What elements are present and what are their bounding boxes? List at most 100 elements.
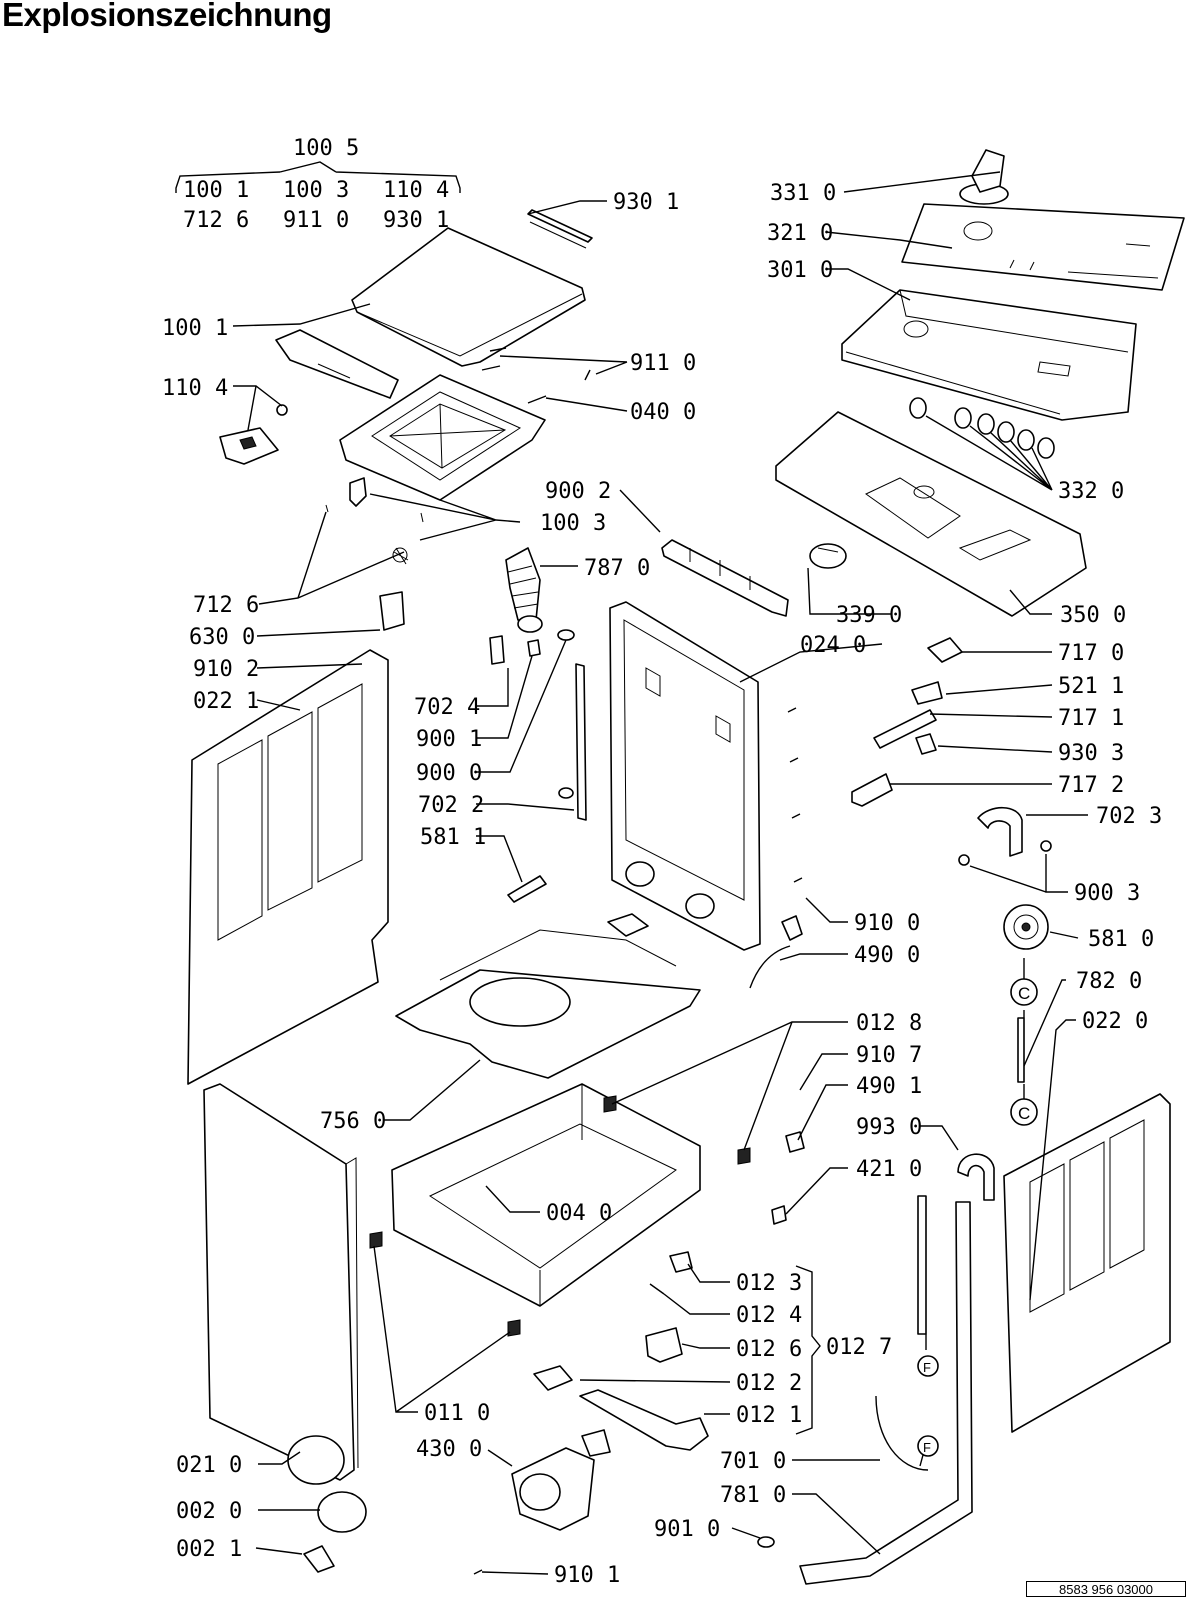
label-0220: 022 0 — [1082, 1009, 1148, 1034]
label-9002: 900 2 — [545, 479, 611, 504]
label-9930: 993 0 — [856, 1115, 922, 1140]
label-0110: 011 0 — [424, 1401, 490, 1426]
label-0126: 012 6 — [736, 1337, 802, 1362]
label-0040: 004 0 — [546, 1201, 612, 1226]
label-3210: 321 0 — [767, 221, 833, 246]
label-0210: 021 0 — [176, 1453, 242, 1478]
connector-c-label: C — [1018, 984, 1030, 1003]
push-button-parts — [909, 397, 1055, 459]
label-7810: 781 0 — [720, 1483, 786, 1508]
screws — [481, 347, 591, 404]
label-9303: 930 3 — [1058, 741, 1124, 766]
label-7171: 717 1 — [1058, 706, 1124, 731]
lid-part — [351, 227, 586, 367]
connector-f-bottom — [917, 1435, 939, 1457]
label-9100: 910 0 — [854, 911, 920, 936]
front-panel — [203, 1083, 359, 1485]
label-9301: 930 1 — [613, 190, 679, 215]
feet-parts — [369, 1095, 751, 1337]
document-number: 8583 956 03000 — [1026, 1581, 1186, 1597]
control-panel-foil — [901, 203, 1185, 291]
hose-hook-part — [957, 1153, 995, 1201]
base-tray-part — [395, 913, 701, 1079]
sensor-part — [507, 875, 547, 903]
label-0240: 024 0 — [800, 633, 866, 658]
label-0124: 012 4 — [736, 1303, 802, 1328]
connector-f-label: F — [923, 1360, 931, 1375]
label-7820: 782 0 — [1076, 969, 1142, 994]
label-7010: 701 0 — [720, 1449, 786, 1474]
label-1005: 100 5 — [293, 136, 359, 161]
label-9001: 900 1 — [416, 727, 482, 752]
label-9101: 910 1 — [554, 1563, 620, 1588]
label-4300: 430 0 — [416, 1437, 482, 1462]
label-3310: 331 0 — [770, 181, 836, 206]
page-title: Explosionszeichnung — [2, 0, 332, 33]
left-side-panel — [187, 649, 389, 1085]
rear-panel — [609, 601, 761, 951]
knob-shaft-part — [809, 543, 847, 569]
power-cable-part — [749, 915, 803, 989]
label-3500: 350 0 — [1060, 603, 1126, 628]
part-labels: 100 5 100 1 100 3 110 4 712 6 911 0 930 … — [162, 136, 1162, 1588]
label-5810: 581 0 — [1088, 927, 1154, 952]
label-0121: 012 1 — [736, 1403, 802, 1428]
hinge-parts — [325, 477, 424, 565]
label-0200: 002 0 — [176, 1499, 242, 1524]
rear-screws — [787, 707, 803, 883]
thermostat-part — [771, 1205, 787, 1225]
label-7560: 756 0 — [320, 1109, 386, 1134]
label-7870: 787 0 — [584, 556, 650, 581]
label-5811: 581 1 — [420, 825, 486, 850]
lid-handle-part — [275, 329, 399, 399]
electronic-board-part — [775, 411, 1087, 617]
label-7126: 712 6 — [193, 593, 259, 618]
drain-hose-part — [799, 1201, 973, 1585]
label-kit-1104: 110 4 — [383, 178, 449, 203]
label-9107: 910 7 — [856, 1043, 922, 1068]
label-7170: 717 0 — [1058, 641, 1124, 666]
top-frame-part — [339, 374, 546, 501]
label-kit-9110: 911 0 — [283, 208, 349, 233]
connector-markers: C C F F — [917, 978, 1038, 1457]
label-0127: 012 7 — [826, 1335, 892, 1360]
label-7024: 702 4 — [414, 695, 480, 720]
water-tube-part — [917, 1195, 927, 1335]
label-5211: 521 1 — [1058, 674, 1124, 699]
pressure-switch-part — [1003, 904, 1049, 950]
label-0201: 002 1 — [176, 1537, 242, 1562]
bellows-part — [505, 547, 543, 633]
inlet-hose-part — [958, 806, 1052, 866]
label-0400: 040 0 — [630, 400, 696, 425]
right-side-panel — [1003, 1093, 1171, 1433]
label-4210: 421 0 — [856, 1157, 922, 1182]
label-7172: 717 2 — [1058, 773, 1124, 798]
connector-c-bottom — [1010, 1098, 1038, 1126]
control-panel-housing — [841, 289, 1137, 421]
base-frame-part — [391, 1083, 701, 1307]
label-6300: 630 0 — [189, 625, 255, 650]
handle-rail-part — [527, 209, 593, 249]
label-9102: 910 2 — [193, 657, 259, 682]
filter-door-part — [303, 1491, 367, 1573]
plug-part — [757, 1536, 775, 1548]
label-3390: 339 0 — [836, 603, 902, 628]
label-kit-1003: 100 3 — [283, 178, 349, 203]
label-0221: 022 1 — [193, 689, 259, 714]
label-4900: 490 0 — [854, 943, 920, 968]
label-0123: 012 3 — [736, 1271, 802, 1296]
connector-c-label: C — [1018, 1104, 1030, 1123]
pressure-tube-part — [1017, 1017, 1025, 1083]
label-1003: 100 3 — [540, 511, 606, 536]
control-knob-part — [959, 149, 1009, 205]
feet-assembly-parts — [533, 1251, 709, 1451]
inlet-valve-hose — [875, 1395, 929, 1471]
screw-9101 — [473, 1569, 483, 1575]
small-block-part — [379, 591, 405, 631]
leader-lines — [175, 161, 1088, 1575]
label-9010: 901 0 — [654, 1517, 720, 1542]
label-1104: 110 4 — [162, 376, 228, 401]
label-3320: 332 0 — [1058, 479, 1124, 504]
label-0122: 012 2 — [736, 1371, 802, 1396]
